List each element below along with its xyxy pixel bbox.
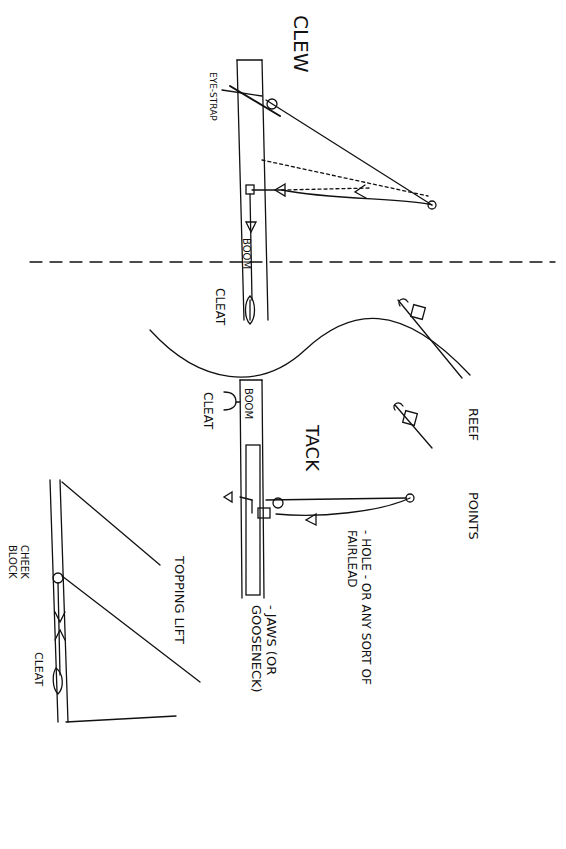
part-label: CHEEK BLOCK <box>7 545 30 607</box>
part-label: POINTS <box>465 492 480 540</box>
part-label: REEF <box>465 408 480 441</box>
part-label: - JAWS (OR GOOSENECK) <box>248 605 278 725</box>
part-label: CLEAT <box>212 288 226 325</box>
part-label: TACK <box>301 425 322 471</box>
part-label: BOOM <box>241 238 253 269</box>
part-label: CLEAT <box>31 652 44 686</box>
divider-line <box>30 261 555 262</box>
part-label: CLEAT <box>200 392 214 429</box>
wave-line <box>150 318 470 377</box>
part-label: CLEW <box>289 15 312 73</box>
mast-detail <box>50 480 200 722</box>
tack-detail <box>224 380 414 598</box>
part-label: EYE-STRAP <box>208 72 218 121</box>
reef-points <box>394 299 462 448</box>
part-label: BOOM <box>243 388 255 419</box>
clew-detail <box>222 60 436 324</box>
part-label: - HOLE - OR ANY SORT OF FAIRLEAD <box>344 530 372 720</box>
part-label: TOPPING LIFT <box>171 556 186 644</box>
